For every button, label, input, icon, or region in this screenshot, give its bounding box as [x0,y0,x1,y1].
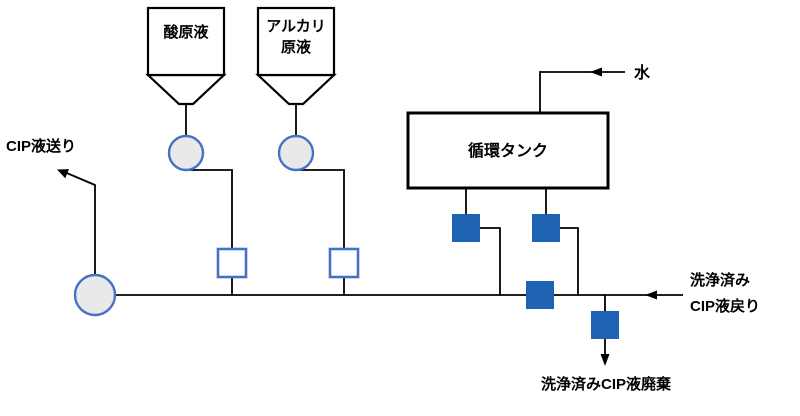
waste-valve-icon [591,311,619,339]
alkali-hopper-body [256,6,336,77]
acid-hopper-funnel [145,73,227,106]
pipe-alkali-pump-to-valve [296,169,345,249]
pipe-water-inlet [539,71,625,113]
acid-hopper-body [146,6,226,77]
alkali-hopper-funnel [255,73,337,106]
alkali-valve-icon [328,247,360,279]
alkali-hopper-label: アルカリ 原液 [266,18,326,56]
main-line-valve-icon [526,281,554,309]
cip-waste-label: 洗浄済みCIP液廃棄 [540,376,671,393]
arrowhead-cip-send-icon [57,169,69,179]
cip-send-label: CIP液送り [6,138,77,155]
circulation-tank-label: 循環タンク [467,143,548,160]
arrowhead-cip-return-icon [645,290,657,300]
tank-outlet-valve-right-icon [532,214,560,242]
cip-send-pump-icon [73,273,117,317]
circulation-tank [406,111,610,190]
pipe-left-valve-to-main [480,227,501,295]
acid-hopper-label: 酸原液 [163,24,209,41]
arrowhead-water-icon [590,67,602,77]
pipe-right-valve-to-main [560,227,579,295]
alkali-pump-icon [277,134,315,172]
water-inlet-label: 水 [634,65,651,82]
acid-valve-icon [216,247,248,279]
acid-pump-icon [167,134,205,172]
pipe-acid-pump-to-valve [186,169,233,249]
tank-outlet-valve-left-icon [452,214,480,242]
pipe-cip-send [61,170,96,275]
cip-return-label: 洗浄済み CIP液戻り [690,272,761,315]
arrowhead-cip-waste-icon [600,354,610,366]
